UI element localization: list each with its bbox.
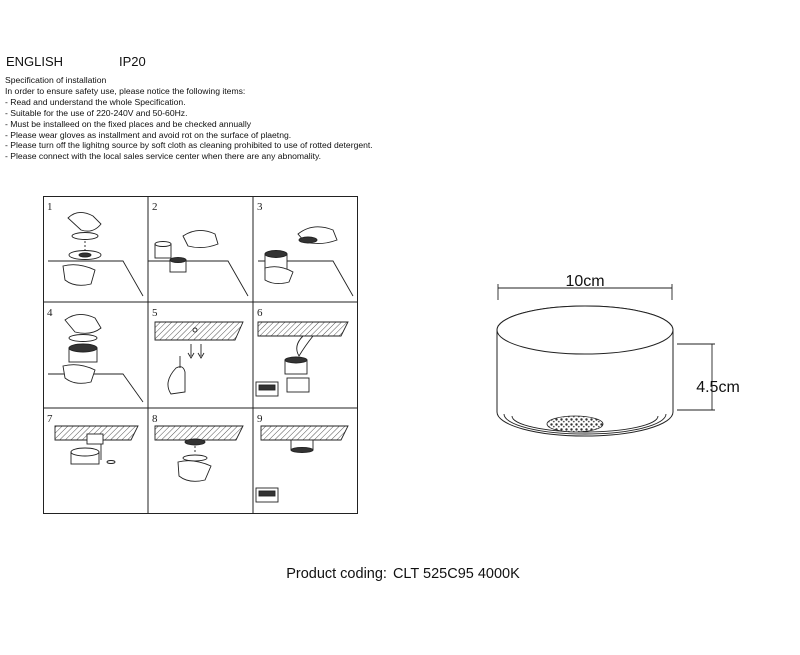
- spec-item: - Read and understand the whole Specific…: [5, 96, 186, 107]
- ip-rating: IP20: [119, 54, 146, 69]
- product-coding-label: Product coding:: [286, 566, 387, 582]
- step-7-drawing: [54, 425, 139, 465]
- spec-item: - Please connect with the local sales se…: [5, 151, 322, 162]
- spec-item: - Must be installeed on the fixed places…: [5, 118, 252, 129]
- step-number: 5: [152, 307, 158, 319]
- product-coding: Product coding: CLT 525C95 4000K: [0, 566, 800, 582]
- language-label: ENGLISH: [6, 54, 64, 69]
- step-2-drawing: [148, 230, 249, 297]
- spec-item: - Please wear gloves as installment and …: [5, 129, 292, 140]
- step-number: 4: [47, 307, 53, 319]
- crystal-diffuser: [546, 415, 604, 433]
- step-6-drawing: [255, 321, 349, 397]
- step-number: 2: [152, 201, 158, 213]
- product-dimension-drawing: 10cm 4.5cm: [496, 273, 740, 437]
- step-4-drawing: [48, 314, 144, 403]
- fixture-body: [496, 330, 674, 437]
- step-3-drawing: [258, 226, 354, 297]
- steps-illustration: 1 2 3 4 5 6 7 8 9: [43, 196, 358, 514]
- spec-title: Specification of installation: [5, 75, 107, 85]
- spec-intro: In order to ensure safety use, please no…: [5, 85, 246, 96]
- step-number: 8: [152, 413, 158, 425]
- step-1-drawing: [48, 212, 144, 297]
- height-label: 4.5cm: [696, 379, 740, 396]
- header: ENGLISH IP20: [6, 54, 146, 69]
- installation-steps-grid: 1 2 3 4 5 6 7 8 9: [43, 196, 358, 514]
- step-number: 6: [257, 307, 263, 319]
- step-number: 7: [47, 413, 53, 425]
- step-number: 9: [257, 413, 263, 425]
- step-8-drawing: [154, 425, 244, 482]
- spec-item: - Suitable for the use of 220-240V and 5…: [5, 107, 188, 118]
- width-label: 10cm: [565, 273, 604, 290]
- spec-item: - Please turn off the lighitng source by…: [5, 140, 373, 151]
- specification-block: Specification of installation In order t…: [5, 75, 373, 162]
- step-5-drawing: [154, 321, 244, 395]
- step-9-drawing: [255, 425, 349, 503]
- step-number: 3: [257, 201, 263, 213]
- product-code: CLT 525C95 4000K: [392, 566, 520, 582]
- step-number: 1: [47, 201, 53, 213]
